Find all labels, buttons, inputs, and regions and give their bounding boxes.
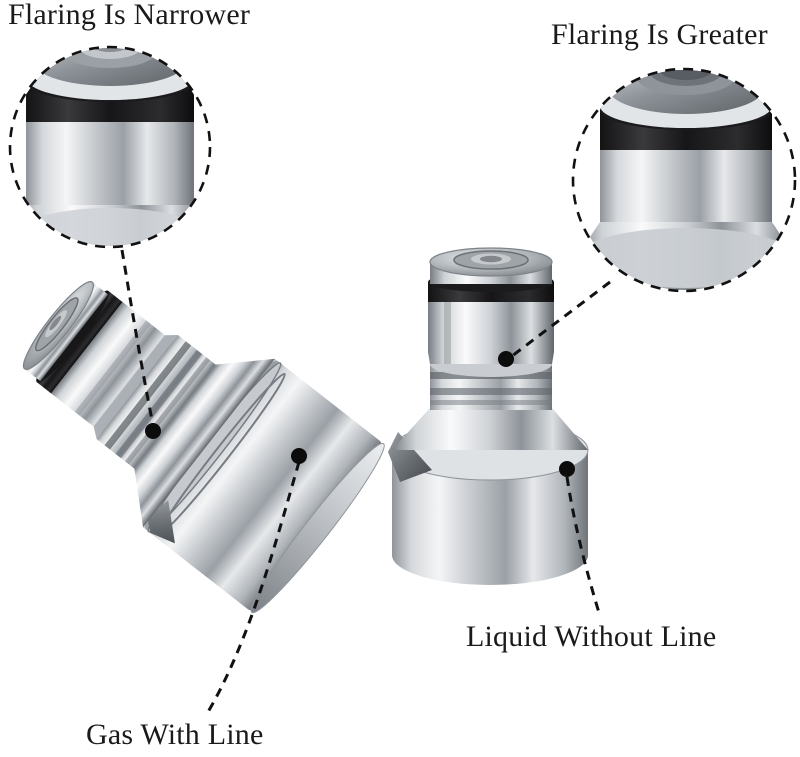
gas-ball-lock-connector — [22, 281, 385, 614]
label-flaring-is-narrower: Flaring Is Narrower — [8, 0, 251, 31]
liquid-shoulder — [392, 408, 588, 450]
liquid-ball-lock-connector — [388, 247, 589, 585]
liquid-post-crown — [429, 247, 553, 284]
gas-barrel — [143, 358, 385, 614]
callout-liquid-without-line — [559, 461, 602, 617]
label-flaring-is-greater: Flaring Is Greater — [551, 18, 768, 51]
label-liquid-without-line: Liquid Without Line — [466, 620, 717, 653]
inset-gas-post-magnified — [8, 45, 212, 249]
gas-collar — [96, 335, 216, 469]
label-gas-with-line: Gas With Line — [86, 718, 264, 751]
liquid-post-shaft — [428, 300, 554, 364]
callout-gas-with-line — [206, 448, 307, 713]
inset-liquid-post-magnified — [571, 67, 797, 293]
gas-post-crown — [22, 281, 109, 382]
inset-left-dashed-circle — [8, 45, 212, 249]
inset-right-dashed-circle — [571, 67, 797, 293]
callout-flaring-narrower — [120, 249, 161, 439]
gas-barrel-notch — [147, 500, 175, 544]
gas-post-shaft — [51, 301, 178, 440]
gas-shoulder — [134, 358, 275, 528]
callout-flaring-greater — [498, 280, 611, 367]
